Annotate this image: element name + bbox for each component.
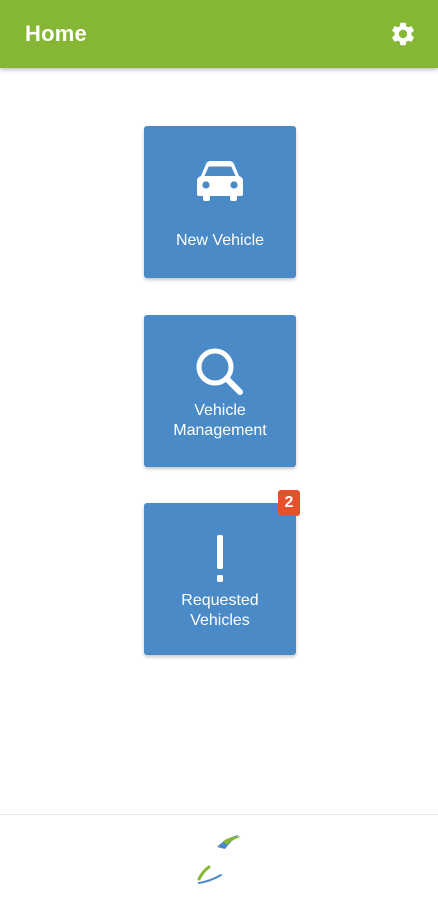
srs-suite-logo <box>197 835 241 884</box>
requested-vehicles-tile[interactable]: Requested Vehicles 2 <box>144 490 300 655</box>
vehicle-management-tile[interactable]: Vehicle Management <box>144 315 296 467</box>
new-vehicle-label: New Vehicle <box>175 232 265 249</box>
notification-badge: 2 <box>278 490 300 516</box>
requested-vehicles-label: Requested Vehicles <box>181 592 259 629</box>
vehicle-management-label: Vehicle Management <box>173 402 267 439</box>
settings-button[interactable] <box>388 19 418 49</box>
page-title: Home <box>25 21 87 46</box>
car-icon <box>144 160 296 202</box>
new-vehicle-tile[interactable]: New Vehicle <box>144 126 296 278</box>
search-icon <box>144 345 296 399</box>
gear-icon <box>392 22 414 46</box>
footer <box>0 814 438 901</box>
exclamation-icon <box>144 535 296 583</box>
app-bar: Home <box>0 0 438 68</box>
